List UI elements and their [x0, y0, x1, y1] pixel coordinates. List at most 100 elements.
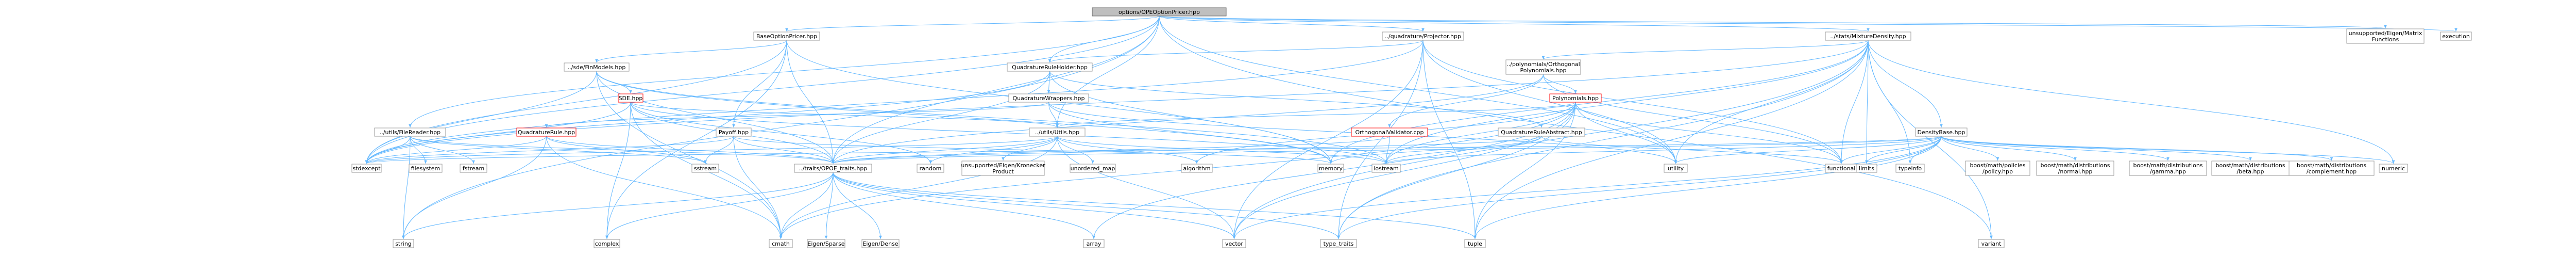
node-ov[interactable]: OrthogonalValidator.cpp [1351, 127, 1428, 137]
node-box [2036, 160, 2114, 176]
node-bbeta[interactable]: boost/math/distributions/beta.hpp [2211, 160, 2290, 176]
dependency-edge [1049, 71, 1543, 128]
node-umap[interactable]: unordered_map [1070, 164, 1116, 173]
node-box [1505, 59, 1581, 75]
node-label: limits [1859, 165, 1874, 172]
dependency-edge [605, 172, 834, 239]
node-box [1464, 239, 1486, 248]
node-iostream[interactable]: iostream [1371, 164, 1401, 173]
dependency-edge [410, 136, 427, 164]
node-filesystem[interactable]: filesystem [409, 164, 443, 173]
node-functional[interactable]: functional [1825, 164, 1858, 173]
node-typeinfo[interactable]: typeinfo [1895, 164, 1925, 173]
node-exe[interactable]: execution [2440, 31, 2472, 41]
node-root[interactable]: options/OPEOptionPricer.hpp [1092, 7, 1227, 17]
node-algo[interactable]: algorithm [1181, 164, 1213, 173]
node-string[interactable]: string [393, 239, 414, 248]
node-numeric[interactable]: numeric [2379, 164, 2408, 173]
dependency-edge [832, 136, 1542, 164]
node-box [1029, 127, 1086, 137]
node-qrh[interactable]: QuadratureRuleHolder.hpp [1007, 62, 1093, 72]
node-bcomp[interactable]: boost/math/distributions/complement.hpp [2289, 160, 2375, 176]
dependency-edge [596, 71, 835, 164]
node-box [1498, 127, 1585, 137]
node-box [2379, 164, 2408, 173]
node-memory[interactable]: memory [1317, 164, 1344, 173]
dependency-edge [1232, 40, 1869, 239]
node-tt[interactable]: type_traits [1320, 239, 1357, 248]
node-tuple[interactable]: tuple [1464, 239, 1486, 248]
dependency-edge [1159, 15, 1993, 239]
dependency-edge [1840, 136, 1942, 164]
node-utility[interactable]: utility [1664, 164, 1688, 173]
node-label: Eigen/Sparse [807, 240, 844, 247]
node-qw[interactable]: QuadratureWrappers.hpp [1008, 93, 1089, 103]
node-vector[interactable]: vector [1222, 239, 1246, 248]
node-box [1664, 164, 1688, 173]
node-label: /gamma.hpp [2150, 168, 2186, 175]
dependency-edge [596, 71, 1332, 164]
dependency-edge [832, 15, 1160, 164]
node-box [1320, 239, 1357, 248]
node-fstream[interactable]: fstream [460, 164, 487, 173]
node-bop[interactable]: BaseOptionPricer.hpp [753, 31, 820, 41]
node-dense[interactable]: Eigen/Dense [861, 239, 900, 248]
node-bnorm[interactable]: boost/math/distributions/normal.hpp [2036, 160, 2114, 176]
node-random[interactable]: random [917, 164, 944, 173]
dependency-edge [1868, 40, 2395, 164]
node-sparse[interactable]: Eigen/Sparse [807, 239, 845, 248]
dependency-edge [833, 172, 1095, 239]
dependency-edge [402, 136, 547, 239]
node-label: random [920, 165, 942, 172]
node-complex[interactable]: complex [594, 239, 620, 248]
node-label: QuadratureRule.hpp [518, 129, 575, 136]
node-array[interactable]: array [1083, 239, 1105, 248]
node-label: SDE.hpp [619, 95, 643, 102]
dependency-edge [1941, 136, 2252, 161]
node-label: options/OPEOptionPricer.hpp [1118, 9, 1200, 15]
node-stdexcept[interactable]: stdexcept [351, 164, 382, 173]
node-poly[interactable]: Polynomials.hpp [1549, 93, 1602, 103]
dependency-edge [1473, 136, 1942, 239]
dependency-edge [1941, 136, 2333, 161]
node-qra[interactable]: QuadratureRuleAbstract.hpp [1498, 127, 1585, 137]
node-label: stdexcept [352, 165, 381, 172]
node-qr[interactable]: QuadratureRule.hpp [516, 127, 577, 137]
dependency-edge [1048, 15, 1160, 63]
node-traits[interactable]: ../traits/OPOE_traits.hpp [794, 164, 872, 173]
node-box [564, 62, 630, 72]
dependency-edge [545, 102, 1049, 128]
dependency-edge [402, 136, 411, 239]
node-variant[interactable]: variant [1978, 239, 2005, 248]
node-limits[interactable]: limits [1856, 164, 1877, 173]
node-qp[interactable]: ../quadrature/Projector.hpp [1382, 31, 1464, 41]
dependency-edge [1941, 136, 2170, 161]
node-label: fstream [463, 165, 484, 172]
node-box [393, 239, 414, 248]
node-uu[interactable]: ../utils/Utils.hpp [1029, 127, 1086, 137]
node-dens[interactable]: DensityBase.hpp [1915, 127, 1968, 137]
node-label: cmath [772, 240, 790, 247]
node-bpol[interactable]: boost/math/policies/policy.hpp [1965, 160, 2030, 176]
dependency-edge [833, 172, 1236, 239]
node-label: ../polynomials/Orthogonal [1506, 61, 1580, 68]
node-label: Polynomials.hpp [1520, 67, 1567, 74]
dependency-edge [365, 136, 1058, 164]
node-sdepm[interactable]: ../sde/FinModels.hpp [564, 62, 630, 72]
dependency-edge [1575, 102, 1843, 164]
node-bgam[interactable]: boost/math/distributions/gamma.hpp [2129, 160, 2207, 176]
node-sstream[interactable]: sstream [691, 164, 719, 173]
node-box [1895, 164, 1925, 173]
node-pay[interactable]: Payoff.hpp [716, 127, 752, 137]
node-ufr[interactable]: ../utils/FileReader.hpp [374, 127, 446, 137]
node-mdh[interactable]: ../stats/MixtureDensity.hpp [1825, 31, 1911, 41]
node-sde[interactable]: SDE.hpp [618, 93, 643, 103]
node-label: Eigen/Dense [862, 240, 898, 247]
dependency-edge [1384, 136, 1542, 164]
node-cmath[interactable]: cmath [769, 239, 793, 248]
dependency-edge [410, 136, 707, 164]
node-label: ../quadrature/Projector.hpp [1385, 33, 1461, 40]
